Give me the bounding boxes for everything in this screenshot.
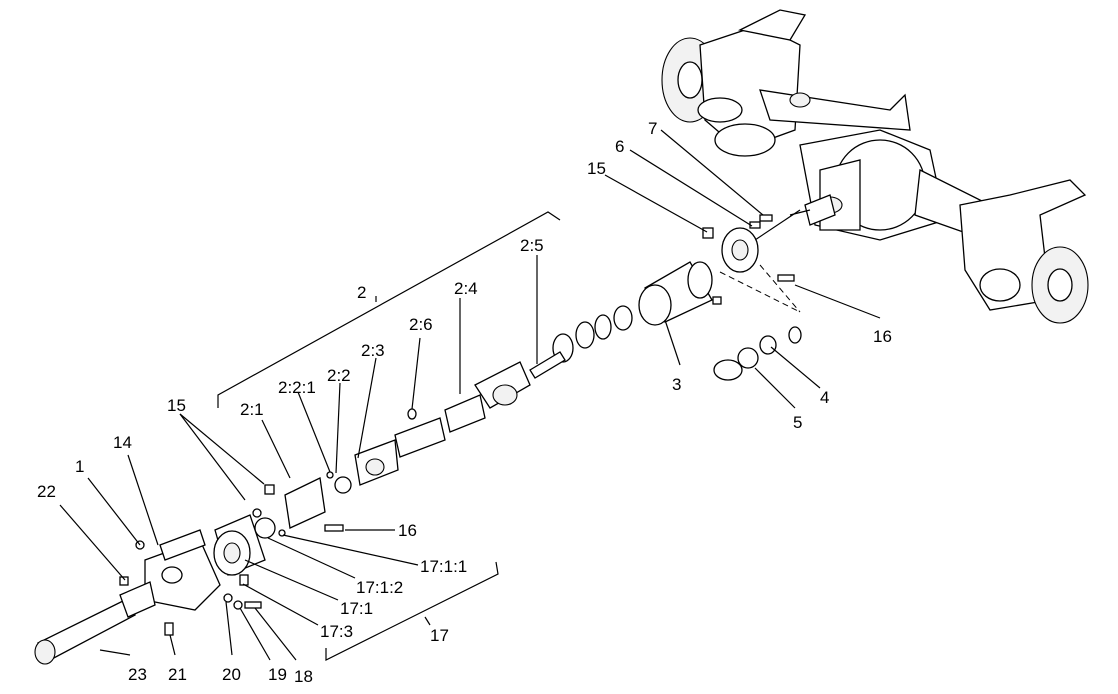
callout-5: 5 [793,413,802,432]
callout-17-3: 17:3 [320,622,353,641]
splined-shaft [34,581,156,665]
callout-3: 3 [672,375,681,394]
callout-16-front: 16 [398,521,417,540]
callout-17-1-1: 17:1:1 [420,557,467,576]
callout-20: 20 [222,665,241,684]
callout-2-1: 2:1 [240,400,264,419]
callout-1: 1 [75,457,84,476]
callout-17-1: 17:1 [340,599,373,618]
bracket-17 [325,561,499,661]
callout-15-front: 15 [167,396,186,415]
front-bearing-assembly [213,508,286,610]
callout-2-5: 2:5 [520,236,544,255]
companion-flange [702,214,795,282]
callout-15-rear: 15 [587,159,606,178]
callout-23: 23 [128,665,147,684]
bracket-2 [217,211,561,408]
rear-axle-assembly [661,9,1089,324]
bearing-housing [638,261,802,381]
callout-17: 17 [430,626,449,645]
callout-18: 18 [294,667,313,686]
callout-2-2-1: 2:2:1 [278,378,316,397]
driveshaft [264,351,566,532]
callout-2-6: 2:6 [409,315,433,334]
callout-2-2: 2:2 [327,366,351,385]
callout-2: 2 [357,283,366,302]
callout-7: 7 [648,119,657,138]
callout-21: 21 [168,665,187,684]
callout-17-1-2: 17:1:2 [356,578,403,597]
callout-4: 4 [820,388,829,407]
spacer-rings [552,305,633,363]
callout-14: 14 [113,433,132,452]
callout-22: 22 [37,482,56,501]
callout-2-4: 2:4 [454,279,478,298]
mount-bracket [119,529,221,636]
callout-2-3: 2:3 [361,341,385,360]
callout-19: 19 [268,665,287,684]
callout-6: 6 [615,137,624,156]
callout-16-rear: 16 [873,327,892,346]
